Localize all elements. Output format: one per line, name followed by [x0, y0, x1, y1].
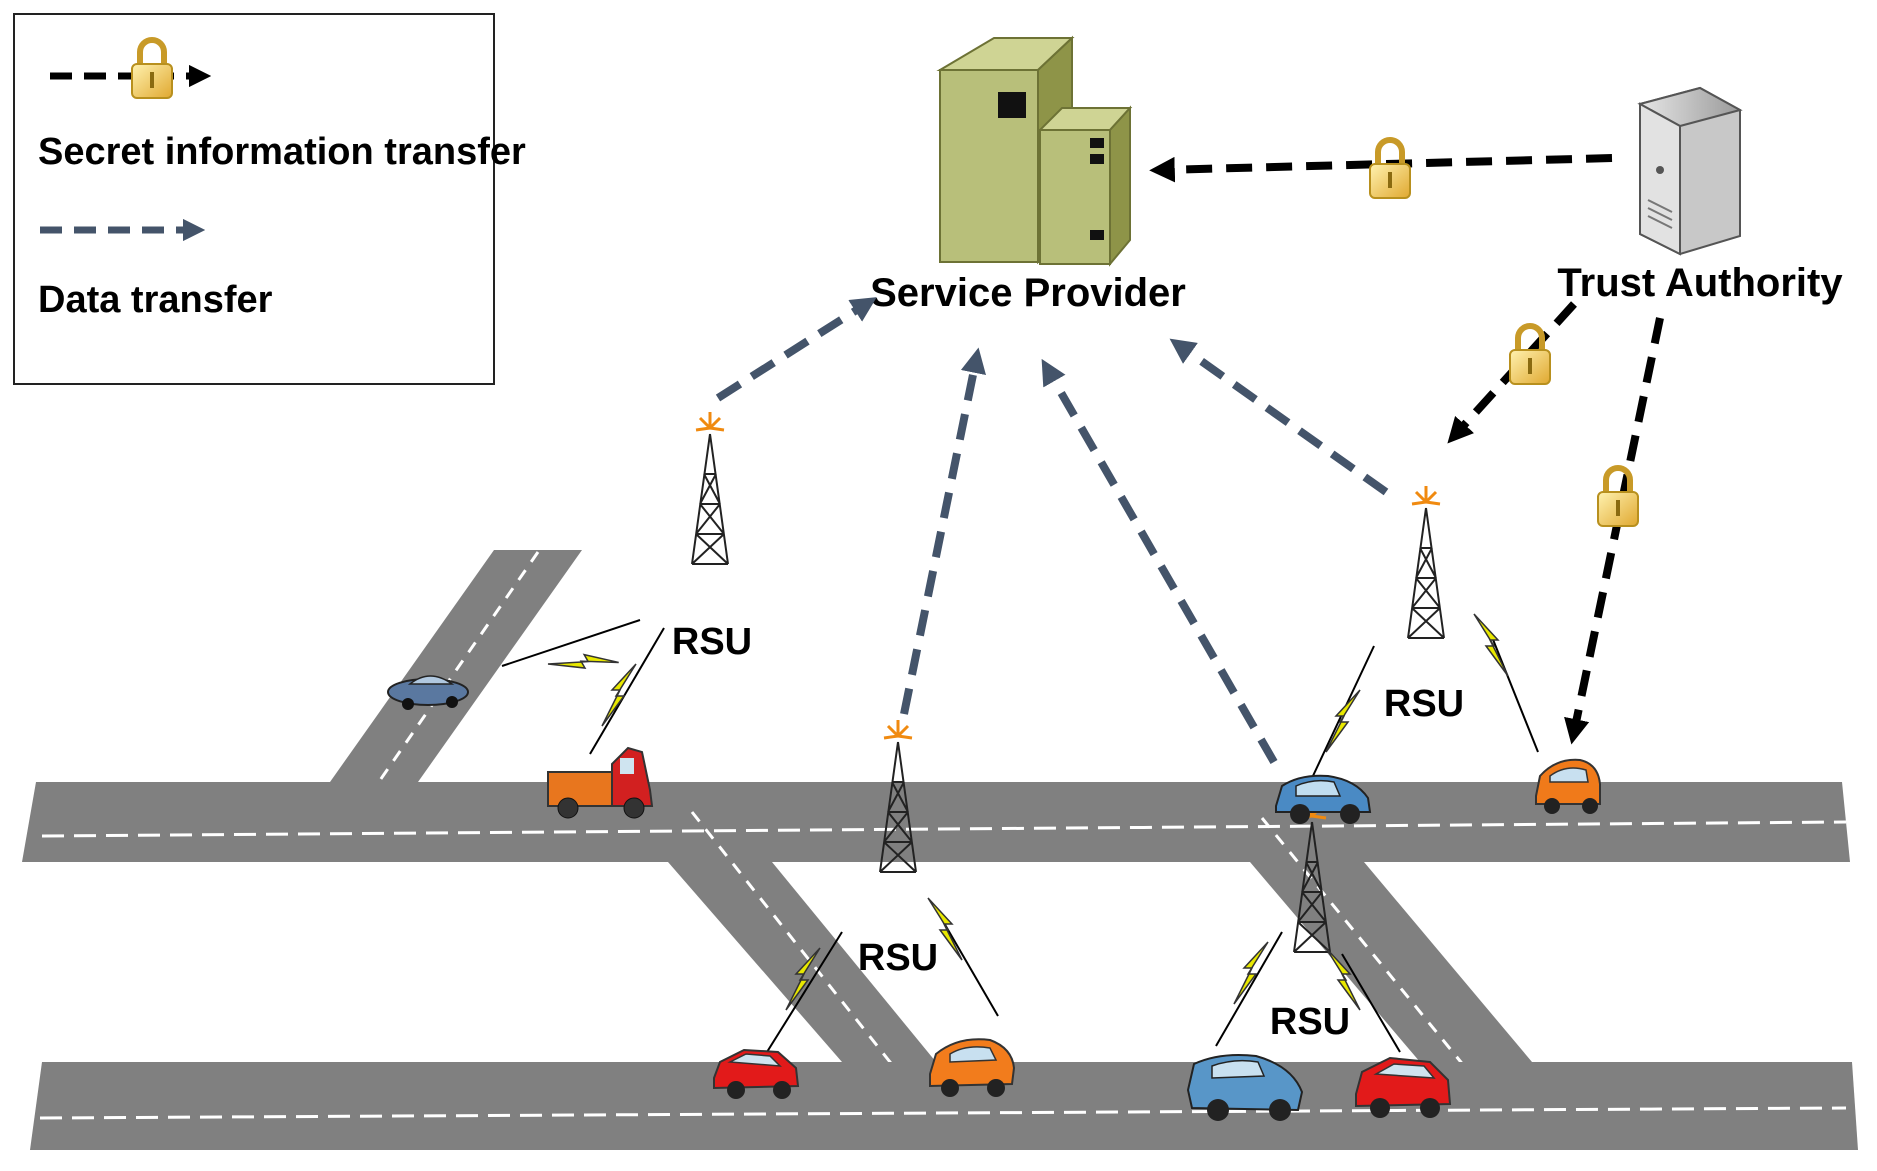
data-arrow-rsu3-to-sp	[900, 347, 986, 715]
lock-icon	[1510, 326, 1550, 384]
car-icon	[387, 675, 469, 710]
legend: Secret information transfer Data transfe…	[13, 13, 526, 385]
rsu-label: RSU	[672, 621, 752, 663]
car-icon	[1275, 774, 1372, 824]
car-icon	[1535, 758, 1601, 814]
service-provider-server-icon	[936, 35, 1133, 267]
car-icon	[1186, 1054, 1304, 1121]
trust-authority-label: Trust Authority	[1557, 261, 1843, 305]
lightning-icon	[601, 663, 637, 727]
road-upper-horizontal	[22, 782, 1850, 862]
rsu-tower-icon	[690, 410, 730, 566]
lightning-icon	[1233, 941, 1269, 1005]
lock-icon	[1598, 468, 1638, 526]
lane-marking	[39, 1106, 1847, 1120]
lane-marking	[1260, 817, 1502, 1111]
wireless-links	[501, 613, 1539, 1061]
secret-transfer-arrows	[1149, 140, 1664, 745]
legend-data-label: Data transfer	[38, 279, 273, 321]
lane-marking	[41, 820, 1847, 838]
data-arrow-rsu2-to-sp	[1169, 338, 1389, 496]
data-transfer-arrows	[715, 297, 1389, 764]
lightning-icon	[1325, 689, 1361, 753]
vehicles	[387, 675, 1601, 1121]
road-network	[22, 550, 1858, 1150]
truck-icon	[547, 746, 654, 819]
car-icon	[1355, 1056, 1452, 1118]
lightning-icon	[547, 632, 620, 695]
trust-authority-server-icon	[1637, 86, 1743, 256]
road-connector-right	[1250, 862, 1532, 1062]
rsu-units: RSU RSU RSU RSU	[672, 410, 1464, 1043]
trust-authority-node: Trust Authority	[1557, 86, 1843, 305]
service-provider-label: Service Provider	[870, 271, 1186, 315]
rsu-label: RSU	[1270, 1001, 1350, 1043]
data-arrow-rsu1-to-sp	[715, 297, 877, 402]
road-connector-left	[668, 862, 936, 1062]
road-diagonal-upper	[330, 550, 582, 782]
rsu-label: RSU	[858, 937, 938, 979]
service-provider-node: Service Provider	[870, 35, 1186, 315]
rsu-label: RSU	[1384, 683, 1464, 725]
lock-icon	[1370, 140, 1410, 198]
car-icon	[929, 1038, 1016, 1097]
lightning-icon	[1473, 613, 1509, 677]
data-arrow-vehicle-to-sp	[1041, 358, 1278, 764]
legend-box	[13, 13, 495, 385]
lane-marking	[690, 811, 930, 1111]
rsu-tower-icon	[1406, 484, 1446, 640]
legend-secret-label: Secret information transfer	[38, 131, 526, 173]
car-icon	[713, 1048, 800, 1099]
